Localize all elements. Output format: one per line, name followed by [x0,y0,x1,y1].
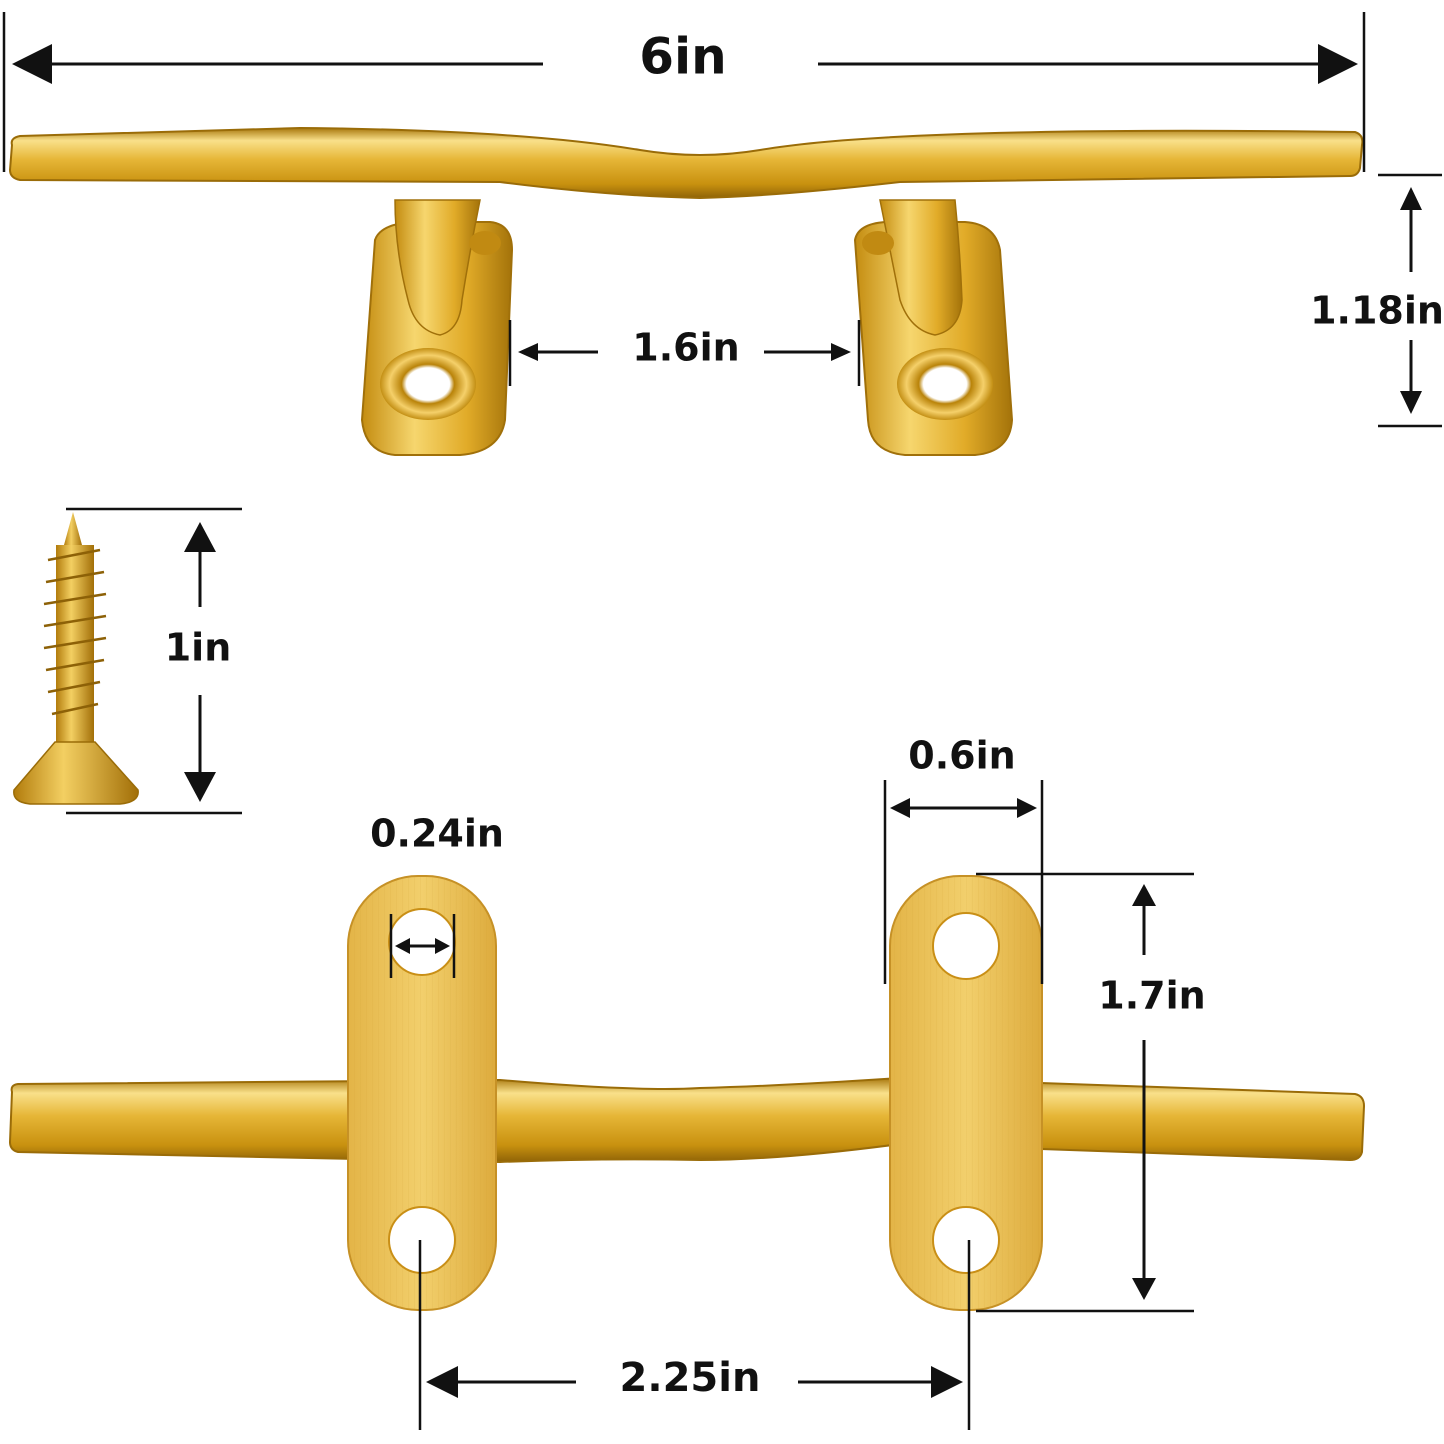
left-plate-top-hole [388,908,456,976]
cleat-horn [8,126,1364,200]
dimension-hole-diameter: 0.24in [370,812,504,978]
dimension-height: 1.18in [1310,173,1444,428]
cleat-right-foot [853,199,1014,456]
hole-diameter-label: 0.24in [370,812,504,856]
right-base-plate [889,875,1043,1311]
cleat-bottom-view [8,875,1366,1311]
right-plate-bottom-hole [932,1206,1000,1274]
dimension-base-length: 1.7in [976,872,1206,1313]
right-plate-top-hole [932,912,1000,980]
left-plate-bottom-hole [388,1206,456,1274]
dimension-hole-spacing: 2.25in [418,1240,971,1430]
base-gap-label: 1.6in [632,326,739,370]
height-label: 1.18in [1310,289,1444,333]
hole-spacing-label: 2.25in [620,1355,761,1401]
left-foot-hole [380,348,476,420]
base-length-label: 1.7in [1098,974,1205,1018]
right-foot-hole [897,348,993,420]
dimension-base-gap: 1.6in [508,320,861,386]
screw-length-label: 1in [165,626,232,670]
dimension-overall-length: 6in [2,12,1366,172]
left-base-plate [347,875,497,1311]
dimension-screw-length: 1in [66,507,242,815]
dimension-base-width: 0.6in [883,734,1044,984]
cleat-left-foot [360,199,514,456]
base-width-label: 0.6in [908,734,1015,778]
cleat-side-view [8,126,1364,456]
screw [13,512,139,805]
overall-length-label: 6in [639,28,727,86]
cleat-bottom-horn [8,1076,1366,1164]
